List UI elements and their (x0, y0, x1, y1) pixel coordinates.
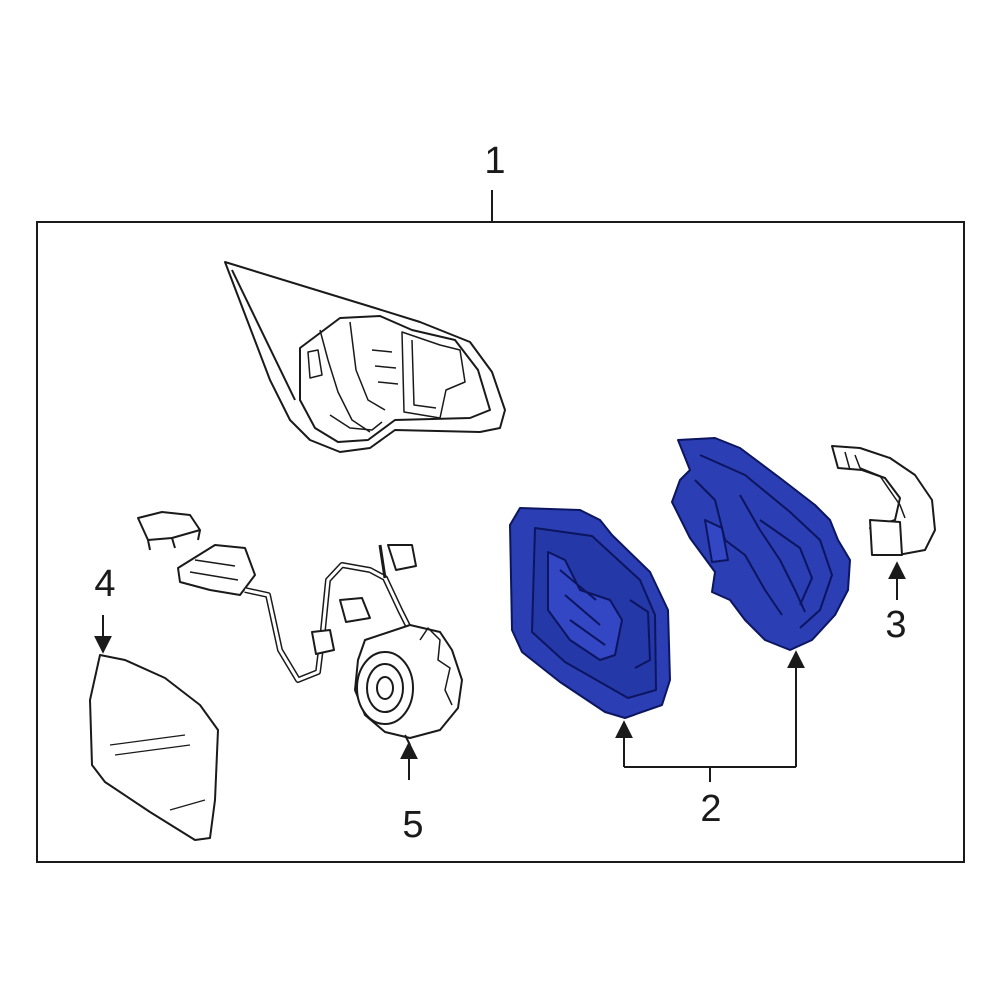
callout-label-2: 2 (700, 788, 722, 830)
mirror-holder-part (509, 507, 671, 719)
mirror-actuator-motor (137, 511, 463, 746)
callout-label-4: 4 (94, 563, 116, 605)
callout-label-5: 5 (402, 804, 424, 846)
callout-label-1: 1 (484, 140, 506, 182)
callout-2-bracket (615, 650, 805, 782)
assembly-frame (36, 221, 965, 863)
mirror-glass (89, 654, 219, 841)
mirror-cover-part (671, 437, 851, 651)
mirror-housing-assembly (224, 261, 506, 453)
turn-signal-lamp (831, 445, 936, 556)
callout-label-3: 3 (885, 604, 907, 646)
